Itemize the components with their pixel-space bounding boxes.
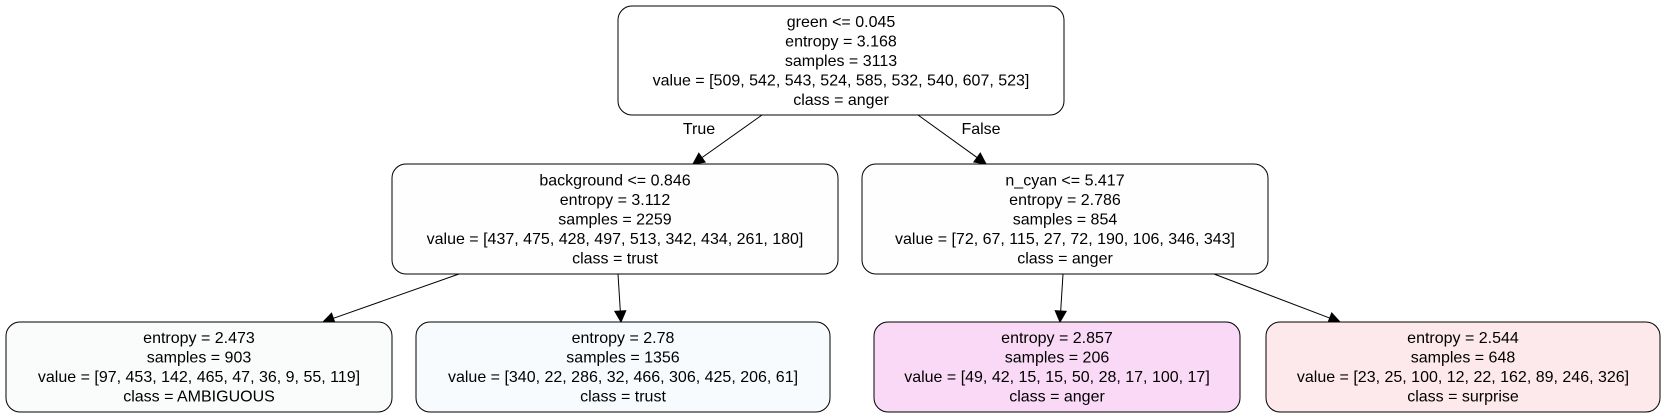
edge-line xyxy=(917,114,978,158)
arrow-head-icon xyxy=(972,152,987,165)
node-box xyxy=(861,163,1269,275)
edge-line xyxy=(617,273,621,312)
node-text-line: value = [23, 25, 100, 12, 22, 162, 89, 2… xyxy=(1297,369,1629,386)
tree-edge-left-leaf-1 xyxy=(321,273,460,325)
arrow-head-icon xyxy=(613,310,627,324)
node-text-line: entropy = 2.78 xyxy=(572,330,675,347)
tree-node-left: background <= 0.846 entropy = 3.112 sample… xyxy=(391,163,839,275)
node-box xyxy=(415,321,831,413)
node-text-line: background <= 0.846 xyxy=(539,172,690,189)
node-text-line: class = anger xyxy=(1017,250,1113,267)
tree-nodes: green <= 0.045 entropy = 3.168 samples = 3… xyxy=(5,5,1661,413)
node-text-line: class = anger xyxy=(793,92,889,109)
node-text-line: entropy = 3.168 xyxy=(785,33,897,50)
node-text-line: samples = 2259 xyxy=(558,211,672,228)
arrow-head-icon xyxy=(692,152,707,165)
tree-edge-root-left: True xyxy=(683,114,763,165)
edge-line xyxy=(701,114,763,159)
tree-node-leaf-2: entropy = 2.78 samples = 1356 value = [340… xyxy=(415,321,831,413)
node-text-line: class = AMBIGUOUS xyxy=(123,389,275,406)
edge-line xyxy=(1213,273,1330,319)
node-box xyxy=(873,321,1241,413)
tree-node-leaf-3: entropy = 2.857 samples = 206 value = [49,… xyxy=(873,321,1241,413)
node-text-line: entropy = 3.112 xyxy=(560,192,671,209)
tree-edge-right-leaf-4 xyxy=(1213,273,1342,324)
node-box xyxy=(5,321,393,413)
node-text-line: samples = 648 xyxy=(1411,350,1516,367)
node-text-line: value = [72, 67, 115, 27, 72, 190, 106, … xyxy=(895,231,1235,248)
tree-node-root: green <= 0.045 entropy = 3.168 samples = 3… xyxy=(617,5,1065,116)
node-box xyxy=(391,163,839,275)
edge-label: False xyxy=(961,121,1000,138)
node-text-line: samples = 1356 xyxy=(566,350,680,367)
tree-edge-root-right: False xyxy=(917,114,1001,165)
node-text-line: entropy = 2.473 xyxy=(143,330,255,347)
node-text-line: n_cyan <= 5.417 xyxy=(1005,172,1124,189)
tree-node-leaf-4: entropy = 2.544 samples = 648 value = [23,… xyxy=(1265,321,1661,413)
node-text-line: samples = 206 xyxy=(1005,350,1110,367)
node-text-line: value = [97, 453, 142, 465, 47, 36, 9, 5… xyxy=(38,369,360,386)
node-box xyxy=(617,5,1065,116)
node-text-line: samples = 903 xyxy=(147,350,252,367)
node-text-line: entropy = 2.544 xyxy=(1407,330,1519,347)
node-text-line: class = anger xyxy=(1009,389,1105,406)
tree-edge-right-leaf-3 xyxy=(1054,273,1068,324)
node-text-line: samples = 854 xyxy=(1013,211,1118,228)
node-text-line: class = surprise xyxy=(1407,389,1519,406)
node-text-line: samples = 3113 xyxy=(785,53,897,70)
tree-node-leaf-1: entropy = 2.473 samples = 903 value = [97,… xyxy=(5,321,393,413)
node-text-line: value = [509, 542, 543, 524, 585, 532, 5… xyxy=(653,72,1030,89)
node-text-line: value = [49, 42, 15, 15, 50, 28, 17, 100… xyxy=(904,369,1210,386)
arrow-head-icon xyxy=(1054,310,1068,324)
edge-line xyxy=(333,273,460,319)
node-text-line: value = [340, 22, 286, 32, 466, 306, 425… xyxy=(448,369,798,386)
tree-edge-left-leaf-2 xyxy=(613,273,627,324)
tree-node-right: n_cyan <= 5.417 entropy = 2.786 samples = … xyxy=(861,163,1269,275)
node-text-line: class = trust xyxy=(572,250,658,267)
node-text-line: green <= 0.045 xyxy=(787,14,896,31)
edge-line xyxy=(1060,273,1064,312)
edge-label: True xyxy=(683,121,715,138)
node-text-line: entropy = 2.857 xyxy=(1001,330,1113,347)
node-text-line: value = [437, 475, 428, 497, 513, 342, 4… xyxy=(427,231,804,248)
node-text-line: entropy = 2.786 xyxy=(1009,192,1121,209)
node-box xyxy=(1265,321,1661,413)
node-text-line: class = trust xyxy=(580,389,666,406)
